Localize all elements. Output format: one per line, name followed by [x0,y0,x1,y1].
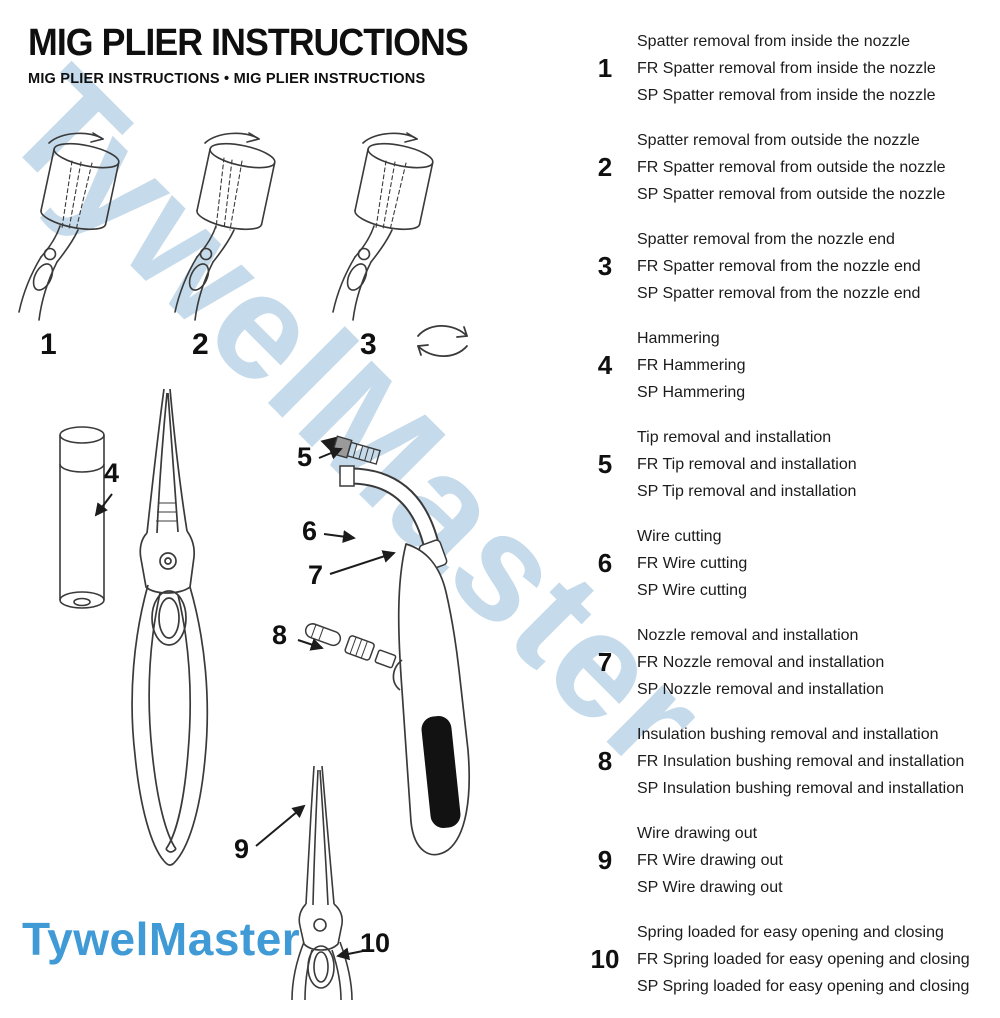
instruction-line-fr: FR Nozzle removal and installation [637,654,885,671]
instruction-lines: Spatter removal from inside the nozzle F… [637,28,936,109]
drawing-bushing-parts [290,616,405,726]
instruction-line-en: Tip removal and installation [637,429,832,446]
instruction-line-fr: FR Wire drawing out [637,852,783,869]
instruction-line-fr: FR Spatter removal from outside the nozz… [637,159,946,176]
instruction-line-en: Spatter removal from the nozzle end [637,231,895,248]
drawing-step-1-spatter-inside [2,128,152,333]
instruction-line-en: Wire drawing out [637,825,758,842]
instruction-line-en: Insulation bushing removal and installat… [637,726,939,743]
instruction-number: 2 [597,152,613,182]
torch-grip [421,716,461,828]
instruction-line-sp: SP Wire drawing out [637,879,783,896]
drawing-torch-body [382,540,502,870]
instruction-line-en: Spatter removal from inside the nozzle [637,33,911,50]
diagram-label-4: 4 [104,458,120,488]
instruction-line-fr: FR Spatter removal from the nozzle end [637,258,921,275]
instruction-number: 1 [597,53,613,83]
drawing-nozzle-part [46,418,118,633]
instruction-line-sp: SP Spatter removal from inside the nozzl… [637,87,936,104]
instruction-item-3: 3 Spatter removal from the nozzle end FR… [588,226,992,307]
instruction-lines: Wire cutting FR Wire cutting SP Wire cut… [637,523,747,604]
instruction-item-10: 10 Spring loaded for easy opening and cl… [588,919,992,1000]
drawing-step-3-spatter-nozzle-end [316,128,466,333]
drawing-step-2-spatter-outside [158,128,308,333]
instruction-lines: Insulation bushing removal and installat… [637,721,964,802]
instruction-line-sp: SP Hammering [637,384,746,401]
twist-arrows-icon [410,316,475,366]
instruction-lines: Tip removal and installation FR Tip remo… [637,424,857,505]
instruction-line-fr: FR Insulation bushing removal and instal… [637,753,965,770]
instruction-number: 9 [597,845,613,875]
instruction-number: 6 [597,548,613,578]
instruction-line-sp: SP Insulation bushing removal and instal… [637,780,965,797]
diagram-label-9: 9 [234,834,250,864]
diagram-label-10: 10 [360,928,391,958]
instruction-number: 10 [590,944,620,974]
instruction-item-8: 8 Insulation bushing removal and install… [588,721,992,802]
diagram-label-6: 6 [302,516,318,546]
instruction-item-6: 6 Wire cutting FR Wire cutting SP Wire c… [588,523,992,604]
diagram-area: 1 2 3 4 5 6 7 8 9 10 [2,128,502,1000]
drawing-second-pliers [262,762,392,1000]
page-subtitle: MIG PLIER INSTRUCTIONS • MIG PLIER INSTR… [28,70,426,87]
instruction-lines: Spatter removal from outside the nozzle … [637,127,946,208]
instruction-lines: Nozzle removal and installation FR Nozzl… [637,622,884,703]
instruction-line-en: Spatter removal from outside the nozzle [637,132,920,149]
instruction-line-sp: SP Nozzle removal and installation [637,681,884,698]
instruction-line-sp: SP Spatter removal from outside the nozz… [637,186,946,203]
header: MIG PLIER INSTRUCTIONS MIG PLIER INSTRUC… [28,22,496,87]
instruction-list: 1 Spatter removal from inside the nozzle… [588,28,992,1018]
instruction-line-en: Wire cutting [637,528,722,545]
diagram-label-3: 3 [360,328,377,361]
instruction-lines: Spatter removal from the nozzle end FR S… [637,226,921,307]
diagram-label-7: 7 [308,560,324,590]
brand-logo-text: TywelMaster [22,913,301,965]
instruction-line-sp: SP Spatter removal from the nozzle end [637,285,921,302]
instruction-number: 5 [597,449,613,479]
instruction-line-sp: SP Spring loaded for easy opening and cl… [637,978,970,995]
instruction-line-en: Spring loaded for easy opening and closi… [637,924,944,941]
instruction-line-sp: SP Tip removal and installation [637,483,857,500]
instruction-item-5: 5 Tip removal and installation FR Tip re… [588,424,992,505]
instruction-line-fr: FR Hammering [637,357,746,374]
drawing-gooseneck-part [338,460,458,575]
instruction-item-7: 7 Nozzle removal and installation FR Noz… [588,622,992,703]
instruction-number: 3 [597,251,613,281]
instruction-number: 8 [597,746,613,776]
instruction-line-en: Nozzle removal and installation [637,627,859,644]
diagram-label-1: 1 [40,328,57,361]
diagram-label-5: 5 [297,442,313,472]
instruction-item-1: 1 Spatter removal from inside the nozzle… [588,28,992,109]
instruction-line-fr: FR Spatter removal from inside the nozzl… [637,60,936,77]
instruction-lines: Wire drawing out FR Wire drawing out SP … [637,820,783,901]
instruction-line-fr: FR Wire cutting [637,555,748,572]
instruction-lines: Spring loaded for easy opening and closi… [637,919,970,1000]
instruction-line-sp: SP Wire cutting [637,582,747,599]
diagram-label-8: 8 [272,620,288,650]
instruction-line-en: Hammering [637,330,720,347]
instruction-item-9: 9 Wire drawing out FR Wire drawing out S… [588,820,992,901]
instruction-line-fr: FR Spring loaded for easy opening and cl… [637,951,970,968]
instruction-line-fr: FR Tip removal and installation [637,456,857,473]
instruction-item-4: 4 Hammering FR Hammering SP Hammering [588,325,992,406]
page-title: MIG PLIER INSTRUCTIONS [28,22,469,64]
instruction-lines: Hammering FR Hammering SP Hammering [637,325,745,406]
diagram-label-2: 2 [192,328,209,361]
drawing-main-pliers [108,383,308,903]
instruction-item-2: 2 Spatter removal from outside the nozzl… [588,127,992,208]
instruction-number: 4 [597,350,613,380]
instruction-number: 7 [597,647,613,677]
